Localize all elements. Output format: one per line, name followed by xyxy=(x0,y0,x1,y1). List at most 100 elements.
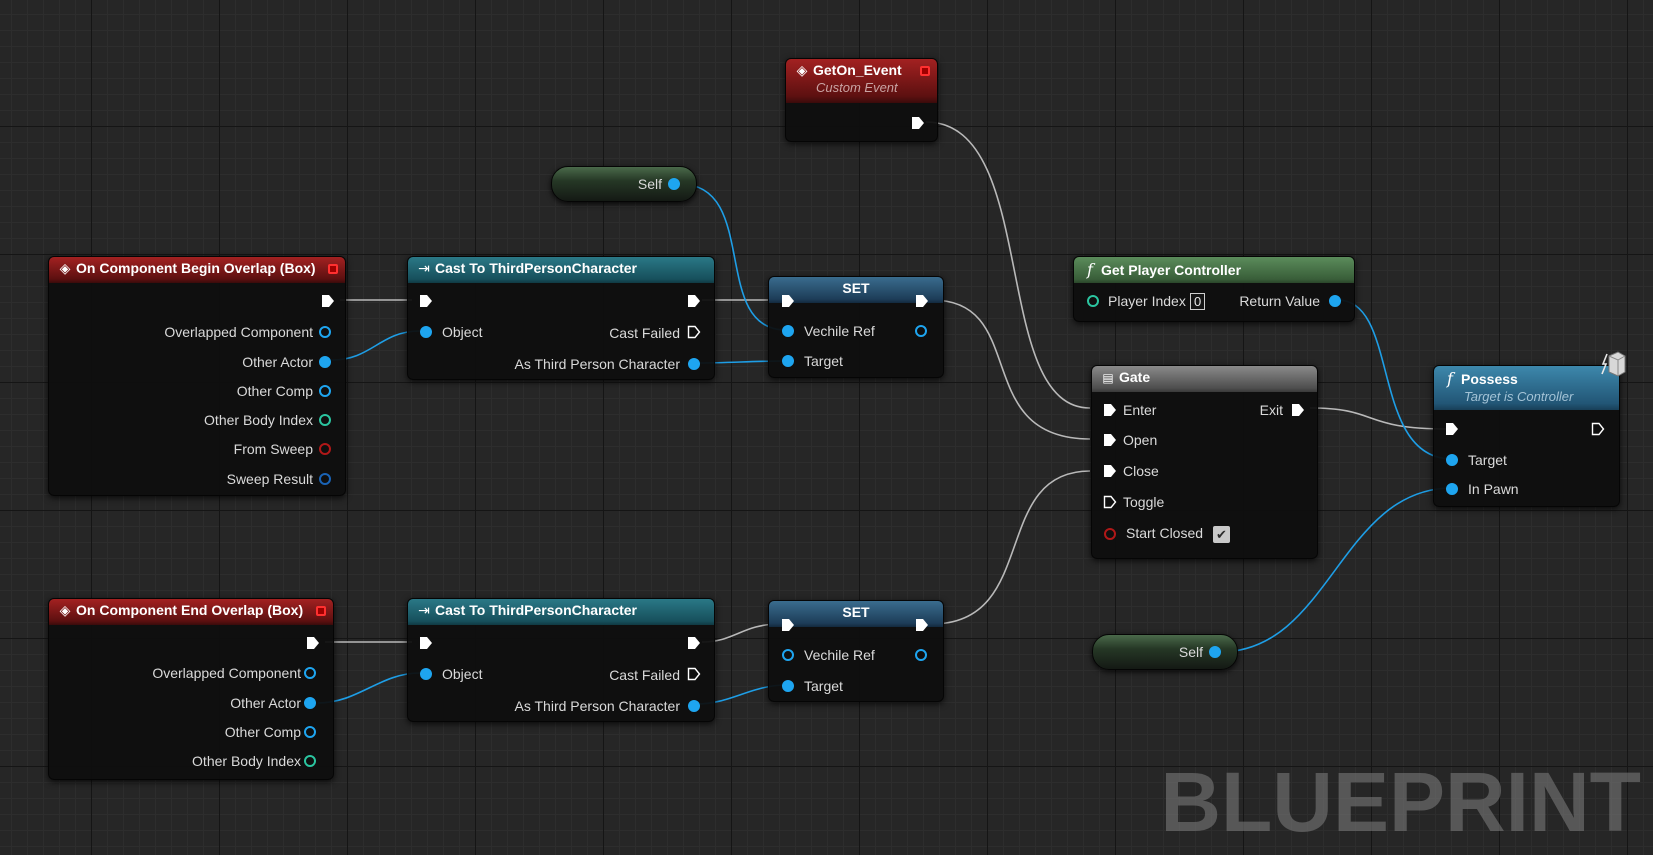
from-sweep-pin[interactable] xyxy=(319,443,331,455)
exec-out-pin[interactable] xyxy=(306,636,320,650)
target-input-pin[interactable] xyxy=(782,355,794,367)
exec-out-pin[interactable] xyxy=(1591,422,1605,436)
toggle-exec-pin[interactable] xyxy=(1103,495,1117,509)
gate-macro-node[interactable]: ▤Gate Enter Exit Open Close Toggle Start… xyxy=(1091,365,1318,559)
self-output-pin[interactable] xyxy=(1209,646,1221,658)
node-header[interactable]: SET xyxy=(769,277,943,303)
other-actor-pin[interactable] xyxy=(304,697,316,709)
pin-label-return-value: Return Value xyxy=(1239,293,1320,309)
pin-label-start-closed: Start Closed xyxy=(1126,525,1204,541)
cast-failed-exec-pin[interactable] xyxy=(687,667,701,681)
other-body-index-pin[interactable] xyxy=(304,755,316,767)
exec-out-pin[interactable] xyxy=(687,294,701,308)
other-actor-pin[interactable] xyxy=(319,356,331,368)
node-header[interactable]: SET xyxy=(769,601,943,627)
exec-wire xyxy=(925,121,1091,409)
pin-label-toggle: Toggle xyxy=(1123,494,1165,510)
pin-label-other-body-index: Other Body Index xyxy=(204,412,313,428)
enter-exec-pin[interactable] xyxy=(1103,403,1117,417)
node-title: Get Player Controller xyxy=(1101,262,1242,278)
cast-arrow-icon: ⇥ xyxy=(418,602,430,618)
close-exec-pin[interactable] xyxy=(1103,464,1117,478)
vechile-ref-output-pin[interactable] xyxy=(915,325,927,337)
exec-out-pin[interactable] xyxy=(687,636,701,650)
object-input-pin[interactable] xyxy=(420,668,432,680)
node-title: Gate xyxy=(1119,369,1151,385)
exec-out-pin[interactable] xyxy=(915,294,929,308)
pin-label-as-third-person-character: As Third Person Character xyxy=(514,698,680,714)
cast-to-third-person-node[interactable]: ⇥ Cast To ThirdPersonCharacter Object Cas… xyxy=(407,598,715,722)
exec-in-pin[interactable] xyxy=(1445,422,1459,436)
overlapped-component-pin[interactable] xyxy=(304,667,316,679)
pin-label-open: Open xyxy=(1123,432,1158,448)
cast-failed-exec-pin[interactable] xyxy=(687,325,701,339)
exec-in-pin[interactable] xyxy=(419,636,433,650)
start-closed-checkbox[interactable]: ✔ xyxy=(1213,526,1230,543)
in-pawn-input-pin[interactable] xyxy=(1446,483,1458,495)
exit-exec-pin[interactable] xyxy=(1291,403,1305,417)
begin-overlap-event-node[interactable]: ◈On Component Begin Overlap (Box) Overla… xyxy=(48,256,346,496)
as-third-person-character-pin[interactable] xyxy=(688,358,700,370)
pin-label-other-comp: Other Comp xyxy=(224,724,301,740)
overlapped-component-pin[interactable] xyxy=(319,326,331,338)
player-index-input[interactable]: 0 xyxy=(1190,293,1206,310)
delegate-pin-icon[interactable] xyxy=(316,606,326,616)
return-value-pin[interactable] xyxy=(1329,295,1341,307)
sweep-result-pin[interactable] xyxy=(319,473,331,485)
vechile-ref-input-pin[interactable] xyxy=(782,325,794,337)
pin-label-other-body-index: Other Body Index xyxy=(192,753,301,769)
exec-out-pin[interactable] xyxy=(321,294,335,308)
player-index-pin[interactable] xyxy=(1087,295,1099,307)
node-header[interactable]: ◈On Component End Overlap (Box) xyxy=(49,599,333,625)
node-title: On Component Begin Overlap (Box) xyxy=(76,260,316,276)
pin-label-object: Object xyxy=(442,666,483,682)
object-input-pin[interactable] xyxy=(420,326,432,338)
as-third-person-character-pin[interactable] xyxy=(688,700,700,712)
exec-in-pin[interactable] xyxy=(781,294,795,308)
other-body-index-pin[interactable] xyxy=(319,414,331,426)
node-title: SET xyxy=(842,604,870,620)
cast-to-third-person-node[interactable]: ⇥Cast To ThirdPersonCharacter Object Cas… xyxy=(407,256,715,380)
self-reference-node[interactable]: Self xyxy=(551,166,697,202)
node-header[interactable]: ◈GetOn_Event Custom Event xyxy=(786,59,937,103)
exec-out-pin[interactable] xyxy=(915,618,929,632)
self-label: Self xyxy=(1178,644,1203,660)
exec-out-pin[interactable] xyxy=(911,116,925,130)
event-diamond-icon: ◈ xyxy=(59,260,71,276)
start-closed-pin[interactable] xyxy=(1104,528,1116,540)
pin-label-player-index: Player Index xyxy=(1108,293,1186,309)
open-exec-pin[interactable] xyxy=(1103,433,1117,447)
delegate-pin-icon[interactable] xyxy=(328,264,338,274)
end-overlap-event-node[interactable]: ◈On Component End Overlap (Box) Overlapp… xyxy=(48,598,334,780)
node-header[interactable]: ▤Gate xyxy=(1092,366,1317,392)
self-reference-node[interactable]: Self xyxy=(1092,634,1238,670)
authority-server-icon xyxy=(1600,350,1626,378)
vechile-ref-output-pin[interactable] xyxy=(915,649,927,661)
pin-label-target: Target xyxy=(1468,452,1507,468)
geton-custom-event-node[interactable]: ◈GetOn_Event Custom Event xyxy=(785,58,938,142)
set-vechile-ref-node[interactable]: SET Vechile Ref Target xyxy=(768,276,944,378)
vechile-ref-input-pin[interactable] xyxy=(782,649,794,661)
pin-label-as-third-person-character: As Third Person Character xyxy=(514,356,680,372)
exec-wire xyxy=(1309,407,1449,430)
exec-in-pin[interactable] xyxy=(419,294,433,308)
node-header[interactable]: ◈ On Component Begin Overlap (Box) xyxy=(49,257,345,283)
set-vechile-ref-node[interactable]: SET Vechile Ref Target xyxy=(768,600,944,702)
node-header[interactable]: ⇥ Cast To ThirdPersonCharacter xyxy=(408,599,714,625)
node-title: Cast To ThirdPersonCharacter xyxy=(435,602,638,618)
self-output-pin[interactable] xyxy=(668,178,680,190)
target-input-pin[interactable] xyxy=(782,680,794,692)
node-header[interactable]: ⇥Cast To ThirdPersonCharacter xyxy=(408,257,714,283)
exec-in-pin[interactable] xyxy=(781,618,795,632)
target-input-pin[interactable] xyxy=(1446,454,1458,466)
other-comp-pin[interactable] xyxy=(304,726,316,738)
other-comp-pin[interactable] xyxy=(319,385,331,397)
delegate-pin-icon[interactable] xyxy=(920,66,930,76)
pin-label-object: Object xyxy=(442,324,483,340)
pin-label-from-sweep: From Sweep xyxy=(233,441,313,457)
pin-label-cast-failed: Cast Failed xyxy=(609,667,680,683)
